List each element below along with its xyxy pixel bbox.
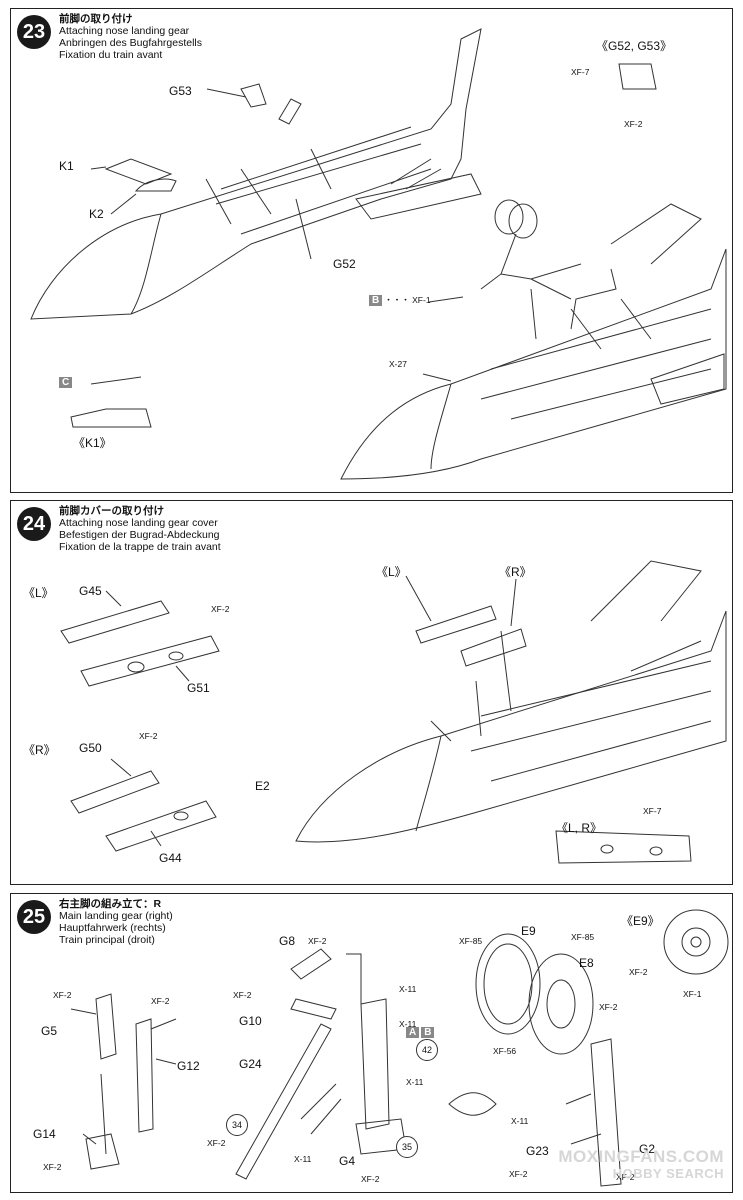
title-en: Attaching nose landing gear cover — [59, 517, 218, 529]
label-e9: E9 — [521, 924, 536, 938]
detail-k1-marker: C — [59, 377, 74, 388]
step-23-panel: 23 前脚の取り付け Attaching nose landing gear A… — [10, 8, 733, 493]
paint-xf1: XF-1 — [412, 295, 431, 305]
paint-xf2-a3: XF-2 — [43, 1162, 62, 1172]
label-g14: G14 — [33, 1127, 56, 1141]
part-number-42: 42 — [416, 1039, 438, 1061]
label-g45: G45 — [79, 584, 102, 598]
label-g52: G52 — [333, 257, 356, 271]
step-number: 25 — [17, 900, 51, 934]
marker-a: A — [406, 1027, 420, 1038]
marker-b: B — [421, 1027, 435, 1038]
paint-x11-b1: X-11 — [399, 984, 417, 994]
paint-xf2-b2: XF-2 — [233, 990, 252, 1000]
detail-g52-g53-title: 《G52, G53》 — [596, 39, 673, 53]
detail-lr-title: 《L, R》 — [556, 821, 603, 835]
label-g53: G53 — [169, 84, 192, 98]
paint-xf2-c3: XF-2 — [616, 1172, 635, 1182]
title-en: Main landing gear (right) — [59, 910, 173, 922]
label-g2: G2 — [639, 1142, 656, 1156]
step-number: 24 — [17, 507, 51, 541]
label-k2: K2 — [89, 207, 104, 221]
step-24-panel: 24 前脚カバーの取り付け Attaching nose landing gea… — [10, 500, 733, 885]
gear-ref: B・・・ XF-1 — [369, 294, 431, 306]
step-titles: 前脚カバーの取り付け Attaching nose landing gear c… — [59, 505, 221, 553]
step-25-panel: 25 右主脚の組み立て：R Main landing gear (right) … — [10, 893, 733, 1193]
title-de: Anbringen des Bugfahrgestells — [59, 37, 203, 49]
label-g23: G23 — [526, 1144, 549, 1158]
paint-xf2-c2: XF-2 — [509, 1169, 528, 1179]
ref-dots: ・・・ — [384, 295, 410, 305]
step-titles: 右主脚の組み立て：R Main landing gear (right) Hau… — [59, 898, 173, 946]
marker-b: B — [369, 295, 383, 306]
marker-c: C — [59, 377, 73, 388]
detail-e9-title: 《E9》 — [621, 914, 660, 928]
paint-x11-b3: X-11 — [406, 1077, 424, 1087]
watermark-line2: HOBBY SEARCH — [612, 1166, 724, 1181]
main-r-title: 《R》 — [499, 565, 532, 579]
paint-xf2-a1: XF-2 — [53, 990, 72, 1000]
paint-xf2-a2: XF-2 — [151, 996, 170, 1006]
title-fr: Train principal (droit) — [59, 934, 155, 946]
paint-x27: X-27 — [389, 359, 407, 369]
paint-xf2-left: XF-2 — [211, 604, 230, 614]
label-g51: G51 — [187, 681, 210, 695]
paint-xf2-b3: XF-2 — [207, 1138, 226, 1148]
label-g24: G24 — [239, 1057, 262, 1071]
label-g50: G50 — [79, 741, 102, 755]
paint-x11-c: X-11 — [511, 1116, 529, 1126]
step-titles: 前脚の取り付け Attaching nose landing gear Anbr… — [59, 13, 202, 61]
paint-xf56: XF-56 — [493, 1046, 517, 1056]
title-fr: Fixation de la trappe de train avant — [59, 541, 221, 553]
label-g5: G5 — [41, 1024, 58, 1038]
left-title: 《L》 — [23, 586, 54, 600]
paint-x11-b4: X-11 — [294, 1154, 312, 1164]
title-fr: Fixation du train avant — [59, 49, 163, 61]
paint-xf7: XF-7 — [643, 806, 662, 816]
paint-xf2: XF-2 — [624, 119, 643, 129]
label-k1: K1 — [59, 159, 74, 173]
label-g44: G44 — [159, 851, 182, 865]
title-de: Hauptfahrwerk (rechts) — [59, 922, 166, 934]
step-number: 23 — [17, 15, 51, 49]
paint-xf2-b4: XF-2 — [361, 1174, 380, 1184]
watermark-line1: MOXINGFANS.COM — [558, 1147, 724, 1166]
label-g12: G12 — [177, 1059, 200, 1073]
paint-x11-b2: X-11 — [399, 1019, 417, 1029]
paint-xf2-e9: XF-2 — [629, 967, 648, 977]
step-24-drawing — [60, 560, 727, 864]
part-number-34: 34 — [226, 1114, 248, 1136]
title-ja: 前脚の取り付け — [59, 13, 133, 25]
right-title: 《R》 — [23, 743, 56, 757]
label-g4: G4 — [339, 1154, 356, 1168]
step-23-drawing — [30, 28, 727, 480]
title-ja: 右主脚の組み立て：R — [59, 898, 162, 910]
title-en: Attaching nose landing gear — [59, 25, 190, 37]
part-number-35: 35 — [396, 1136, 418, 1158]
label-g10: G10 — [239, 1014, 262, 1028]
label-e2: E2 — [255, 779, 270, 793]
detail-k1-title: 《K1》 — [73, 436, 112, 450]
label-e8: E8 — [579, 956, 594, 970]
paint-xf85-a: XF-85 — [459, 936, 483, 946]
step-25-drawing — [70, 909, 729, 1187]
paint-xf1-e9: XF-1 — [683, 989, 702, 999]
paint-xf2-b1: XF-2 — [308, 936, 327, 946]
paint-xf2-right: XF-2 — [139, 731, 158, 741]
title-ja: 前脚カバーの取り付け — [59, 505, 164, 517]
paint-xf2-c1: XF-2 — [599, 1002, 618, 1012]
watermark: MOXINGFANS.COM HOBBY SEARCH — [558, 1148, 724, 1182]
paint-xf85-b: XF-85 — [571, 932, 595, 942]
paint-xf7: XF-7 — [571, 67, 590, 77]
title-de: Befestigen der Bugrad-Abdeckung — [59, 529, 220, 541]
main-l-title: 《L》 — [376, 565, 407, 579]
label-g8: G8 — [279, 934, 296, 948]
